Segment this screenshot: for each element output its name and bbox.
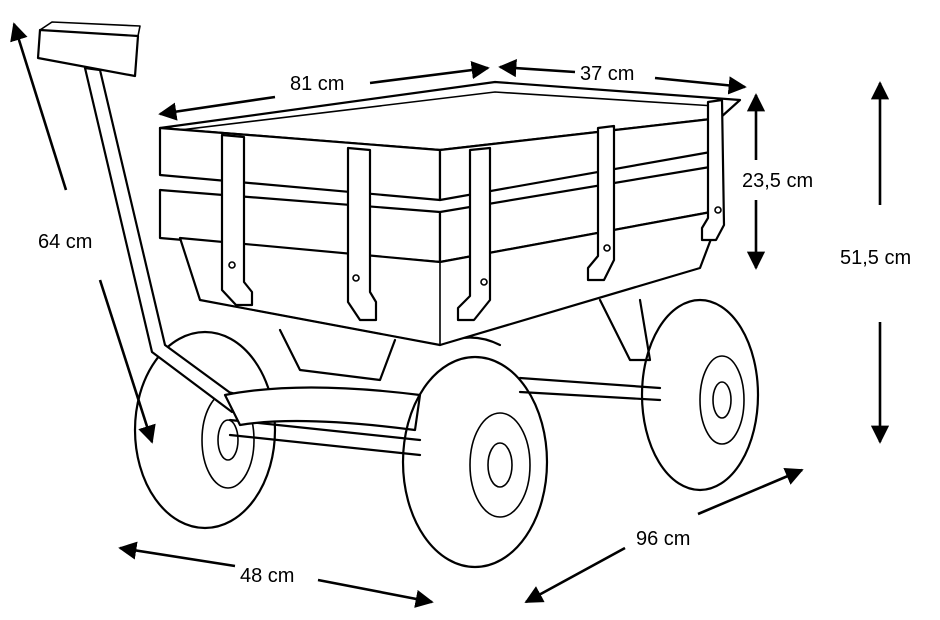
wagon-illustration xyxy=(36,21,760,569)
dim-label-total-length: 96 cm xyxy=(636,528,690,550)
dimension-labels: 64 cm 81 cm 37 cm 23,5 cm 51,5 cm 48 cm … xyxy=(38,63,911,587)
dim-label-side-height: 23,5 cm xyxy=(742,170,813,192)
cargo-bed xyxy=(158,80,742,347)
dim-label-handle-length: 64 cm xyxy=(38,231,92,253)
track-width-arrow-left xyxy=(118,541,236,568)
bed-width-arrow-right xyxy=(654,76,747,95)
handle-length-arrow-bottom xyxy=(98,279,156,444)
dim-label-bed-width: 37 cm xyxy=(580,63,634,85)
side-stakes xyxy=(220,98,726,322)
front-right-wheel xyxy=(401,355,549,569)
pull-handle xyxy=(36,21,422,432)
track-width-arrow-right xyxy=(317,578,434,608)
dim-label-bed-length: 81 cm xyxy=(290,73,344,95)
dim-label-track-width: 48 cm xyxy=(240,565,294,587)
chassis xyxy=(228,298,662,457)
bed-length-arrow-left xyxy=(158,95,276,121)
handle-length-arrow-top xyxy=(10,22,68,191)
bed-length-arrow-right xyxy=(369,61,490,85)
bed-width-arrow-left xyxy=(498,59,576,78)
rear-left-wheel xyxy=(133,330,277,530)
dimension-arrows xyxy=(10,22,890,608)
rear-right-wheel xyxy=(640,298,760,492)
dim-label-total-height: 51,5 cm xyxy=(840,247,911,269)
total-length-arrow-left xyxy=(524,546,626,604)
total-length-arrow-right xyxy=(697,468,804,516)
